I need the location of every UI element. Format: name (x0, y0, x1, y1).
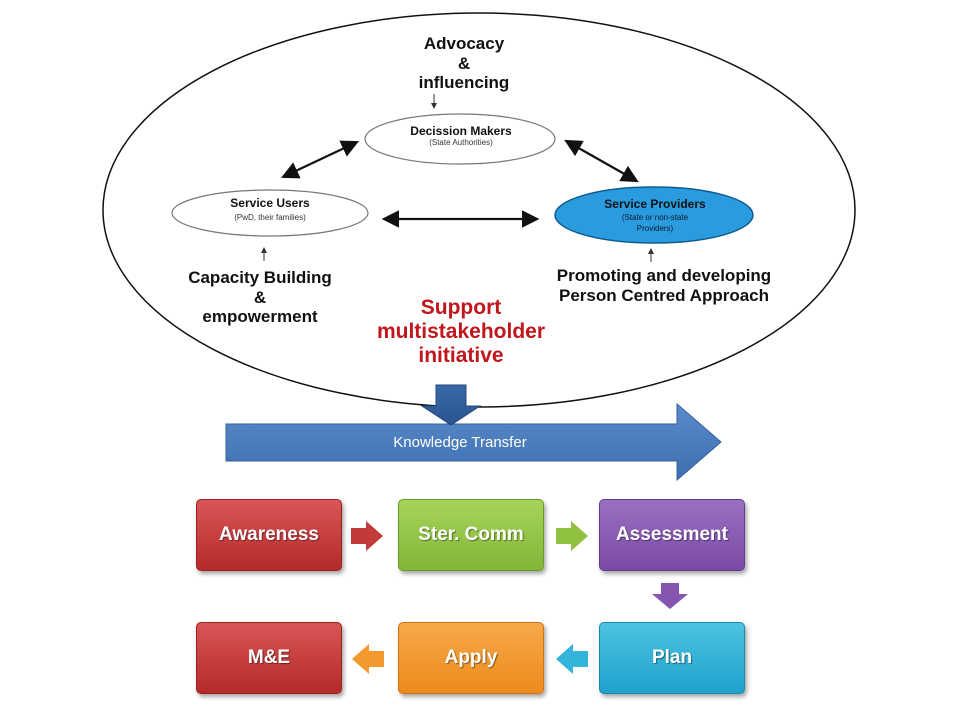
plan-to-apply-arrow (556, 644, 588, 674)
service-providers-sub2: Providers) (636, 224, 674, 233)
ster-comm-box: Ster. Comm (398, 499, 544, 571)
decision-makers-text: Decission Makers (State Authorities) (366, 124, 556, 154)
service-users-title: Service Users (230, 196, 310, 210)
capacity-label: Capacity Building & empowerment (160, 268, 360, 327)
me-box: M&E (196, 622, 342, 694)
promoting-label: Promoting and developing Person Centred … (528, 266, 800, 305)
knowledge-transfer-arrow (225, 402, 722, 482)
stercomm-to-assessment-arrow (556, 521, 588, 551)
capacity-line1: Capacity Building (188, 268, 332, 287)
capacity-line2: & (253, 287, 267, 307)
decision-providers-arrow (564, 139, 639, 183)
service-users-sub: (PwD, their families) (234, 213, 306, 222)
service-users-node (171, 189, 369, 237)
capacity-line3: empowerment (202, 307, 318, 327)
users-decision-arrow (281, 140, 359, 179)
assessment-box: Assessment (599, 499, 745, 571)
service-providers-node (554, 186, 754, 244)
support-label: Support multistakeholder initiative (346, 296, 576, 368)
decision-makers-node (364, 113, 556, 165)
apply-to-me-arrow (352, 644, 384, 674)
support-line1: Support (420, 296, 502, 319)
advocacy-line2: & (457, 53, 471, 73)
support-line3: initiative (418, 344, 504, 368)
decision-makers-title: Decission Makers (410, 124, 512, 138)
plan-box: Plan (599, 622, 745, 694)
promoting-line2: Person Centred Approach (558, 285, 770, 305)
support-line2: multistakeholder (376, 320, 546, 344)
service-users-text: Service Users (PwD, their families) (172, 196, 368, 226)
service-providers-sub1: (State or non-state (621, 213, 689, 222)
awareness-to-stercomm-arrow (351, 521, 383, 551)
advocacy-label: Advocacy & influencing (384, 34, 544, 93)
service-providers-text: Service Providers (State or non-state Pr… (556, 197, 754, 237)
knowledge-transfer-label: Knowledge Transfer (393, 434, 527, 451)
promoting-line1: Promoting and developing (556, 266, 772, 285)
awareness-box: Awareness (196, 499, 342, 571)
advocacy-line3: influencing (418, 73, 510, 93)
assessment-to-plan-arrow (652, 583, 688, 609)
advocacy-line1: Advocacy (423, 34, 505, 53)
service-providers-title: Service Providers (604, 197, 706, 211)
decision-makers-sub: (State Authorities) (429, 138, 493, 147)
apply-box: Apply (398, 622, 544, 694)
support-down-arrow (420, 384, 482, 426)
